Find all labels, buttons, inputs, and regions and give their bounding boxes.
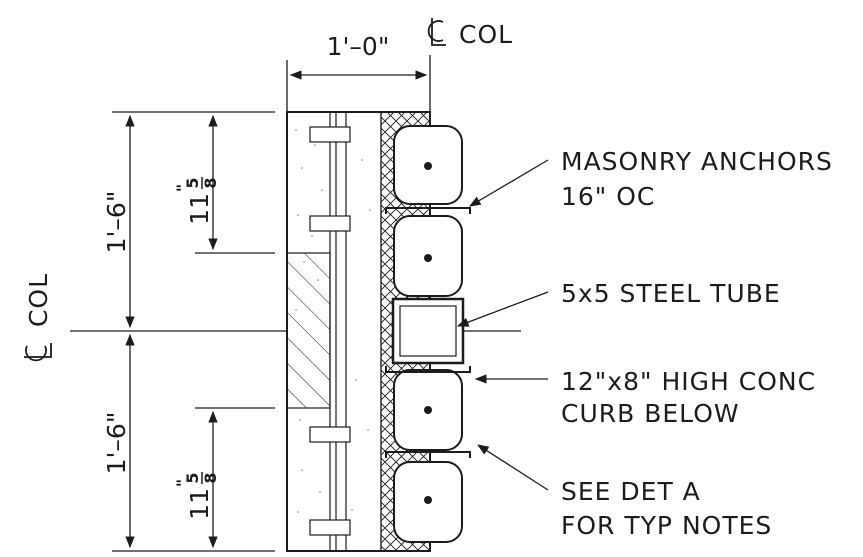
centerline-symbol-top	[427, 18, 446, 46]
inner-lower-inch-mark: "	[173, 479, 192, 487]
inner-upper-denominator: 8	[201, 177, 220, 188]
leader-lines	[456, 159, 549, 491]
inner-lower-numerator: 5	[183, 472, 202, 483]
rebar-dots	[424, 162, 432, 504]
steel-tube	[391, 297, 465, 365]
top-dimension	[286, 55, 431, 112]
wall-section	[286, 111, 471, 552]
inner-lower-denominator: 8	[201, 472, 220, 483]
outer-dim-upper-label: 1'–6"	[102, 191, 131, 254]
leader-masonry-anchors	[468, 159, 549, 207]
masonry-anchor-ties	[309, 126, 351, 536]
left-centerline-label: COL	[24, 273, 53, 327]
leader-steel-tube	[456, 291, 549, 327]
inner-upper-whole: 11	[185, 193, 214, 225]
centerline-symbol-left	[24, 343, 52, 362]
top-dimension-label: 1'–0"	[327, 32, 390, 61]
left-dimension-lines	[112, 111, 275, 552]
inner-upper-numerator: 5	[183, 177, 202, 188]
note-masonry-anchors-line2: 16" OC	[561, 182, 655, 211]
note-see-det-line1: SEE DET A	[561, 477, 701, 506]
note-steel-tube: 5x5 STEEL TUBE	[561, 279, 781, 308]
inner-upper-inch-mark: "	[173, 184, 192, 192]
inner-lower-whole: 11	[185, 488, 214, 520]
outer-dim-lower-label: 1'–6"	[102, 412, 131, 475]
note-masonry-anchors-line1: MASONRY ANCHORS	[561, 147, 833, 176]
note-conc-curb-line1: 12"x8" HIGH CONC	[561, 367, 816, 396]
inner-dim-upper-label: 11 5 8 "	[173, 177, 220, 225]
anchor-brackets	[385, 207, 471, 458]
note-see-det-line2: FOR TYP NOTES	[561, 511, 772, 540]
hatched-zone	[286, 252, 331, 409]
inner-dim-lower-label: 11 5 8 "	[173, 472, 220, 520]
top-centerline-label: COL	[459, 20, 513, 49]
leader-see-det	[477, 444, 549, 491]
note-conc-curb-line2: CURB BELOW	[561, 399, 740, 428]
